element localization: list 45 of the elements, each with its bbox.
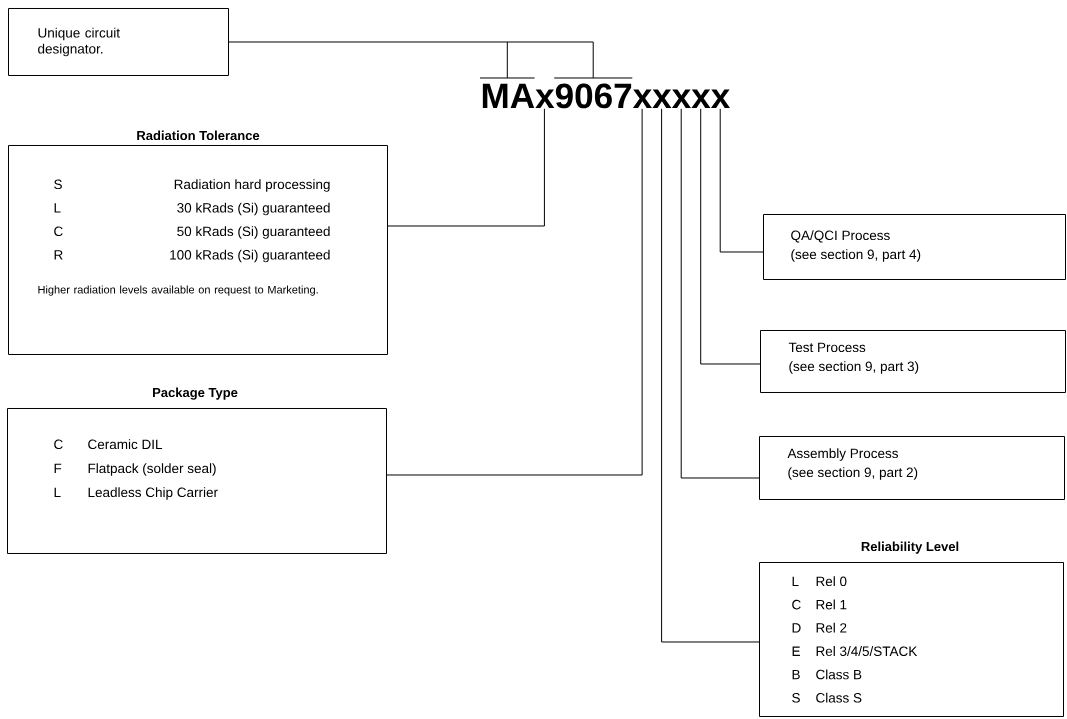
table-heading: Radiation Tolerance [137, 130, 260, 141]
code-letter: D [792, 623, 801, 633]
code-letter: L [54, 203, 61, 213]
code-letter: S [54, 179, 62, 190]
leader-line [700, 108, 761, 365]
code-letter: L [54, 487, 61, 497]
code-description: Rel 1 [816, 599, 847, 610]
box-text: QA/QCI Process [791, 230, 890, 243]
code-description: 100 kRads (Si) guaranteed [170, 249, 330, 263]
code-letter: E [792, 646, 800, 656]
code-description: Rel 0 [816, 576, 847, 587]
leader-line [680, 108, 760, 479]
designator-box: Unique circuit designator. [8, 8, 229, 76]
code-description: Leadless Chip Carrier [88, 487, 218, 500]
leader-line [386, 108, 643, 476]
code-description: Flatpack (solder seal) [88, 463, 216, 476]
leader-line [719, 108, 764, 253]
table-heading: Reliability Level [861, 541, 959, 554]
code-letter: C [792, 599, 801, 610]
box-text: (see section 9, part 2) [788, 467, 918, 480]
box-text: Assembly Process [787, 448, 898, 461]
code-letter: C [54, 226, 63, 237]
code-letter: L [792, 576, 799, 586]
code-letter: S [792, 693, 800, 703]
leader-line [228, 41, 633, 79]
leader-line [661, 108, 760, 643]
code-description: 30 kRads (Si) guaranteed [177, 202, 330, 216]
code-description: Class B [816, 669, 862, 680]
code-letter: C [54, 439, 63, 450]
code-letter: R [54, 250, 63, 260]
code-letter: B [792, 669, 800, 680]
box-text: (see section 9, part 4) [791, 249, 921, 262]
leader-line [387, 108, 545, 227]
box-text: (see section 9, part 3) [789, 361, 919, 374]
box-text: Test Process [788, 342, 866, 353]
table-heading: Package Type [153, 387, 238, 400]
code-letter: F [54, 463, 62, 473]
code-description: Rel 3/4/5/STACK [816, 646, 918, 656]
part-number: MAx9067xxxxx [482, 83, 730, 109]
code-description: Class S [816, 692, 862, 703]
note-text: Higher radiation levels available on request to Marketing. [38, 285, 318, 296]
code-description: Radiation hard processing [174, 179, 330, 192]
code-description: 50 kRads (Si) guaranteed [177, 226, 330, 239]
code-description: Rel 2 [816, 622, 847, 633]
code-description: Ceramic DIL [88, 439, 163, 450]
